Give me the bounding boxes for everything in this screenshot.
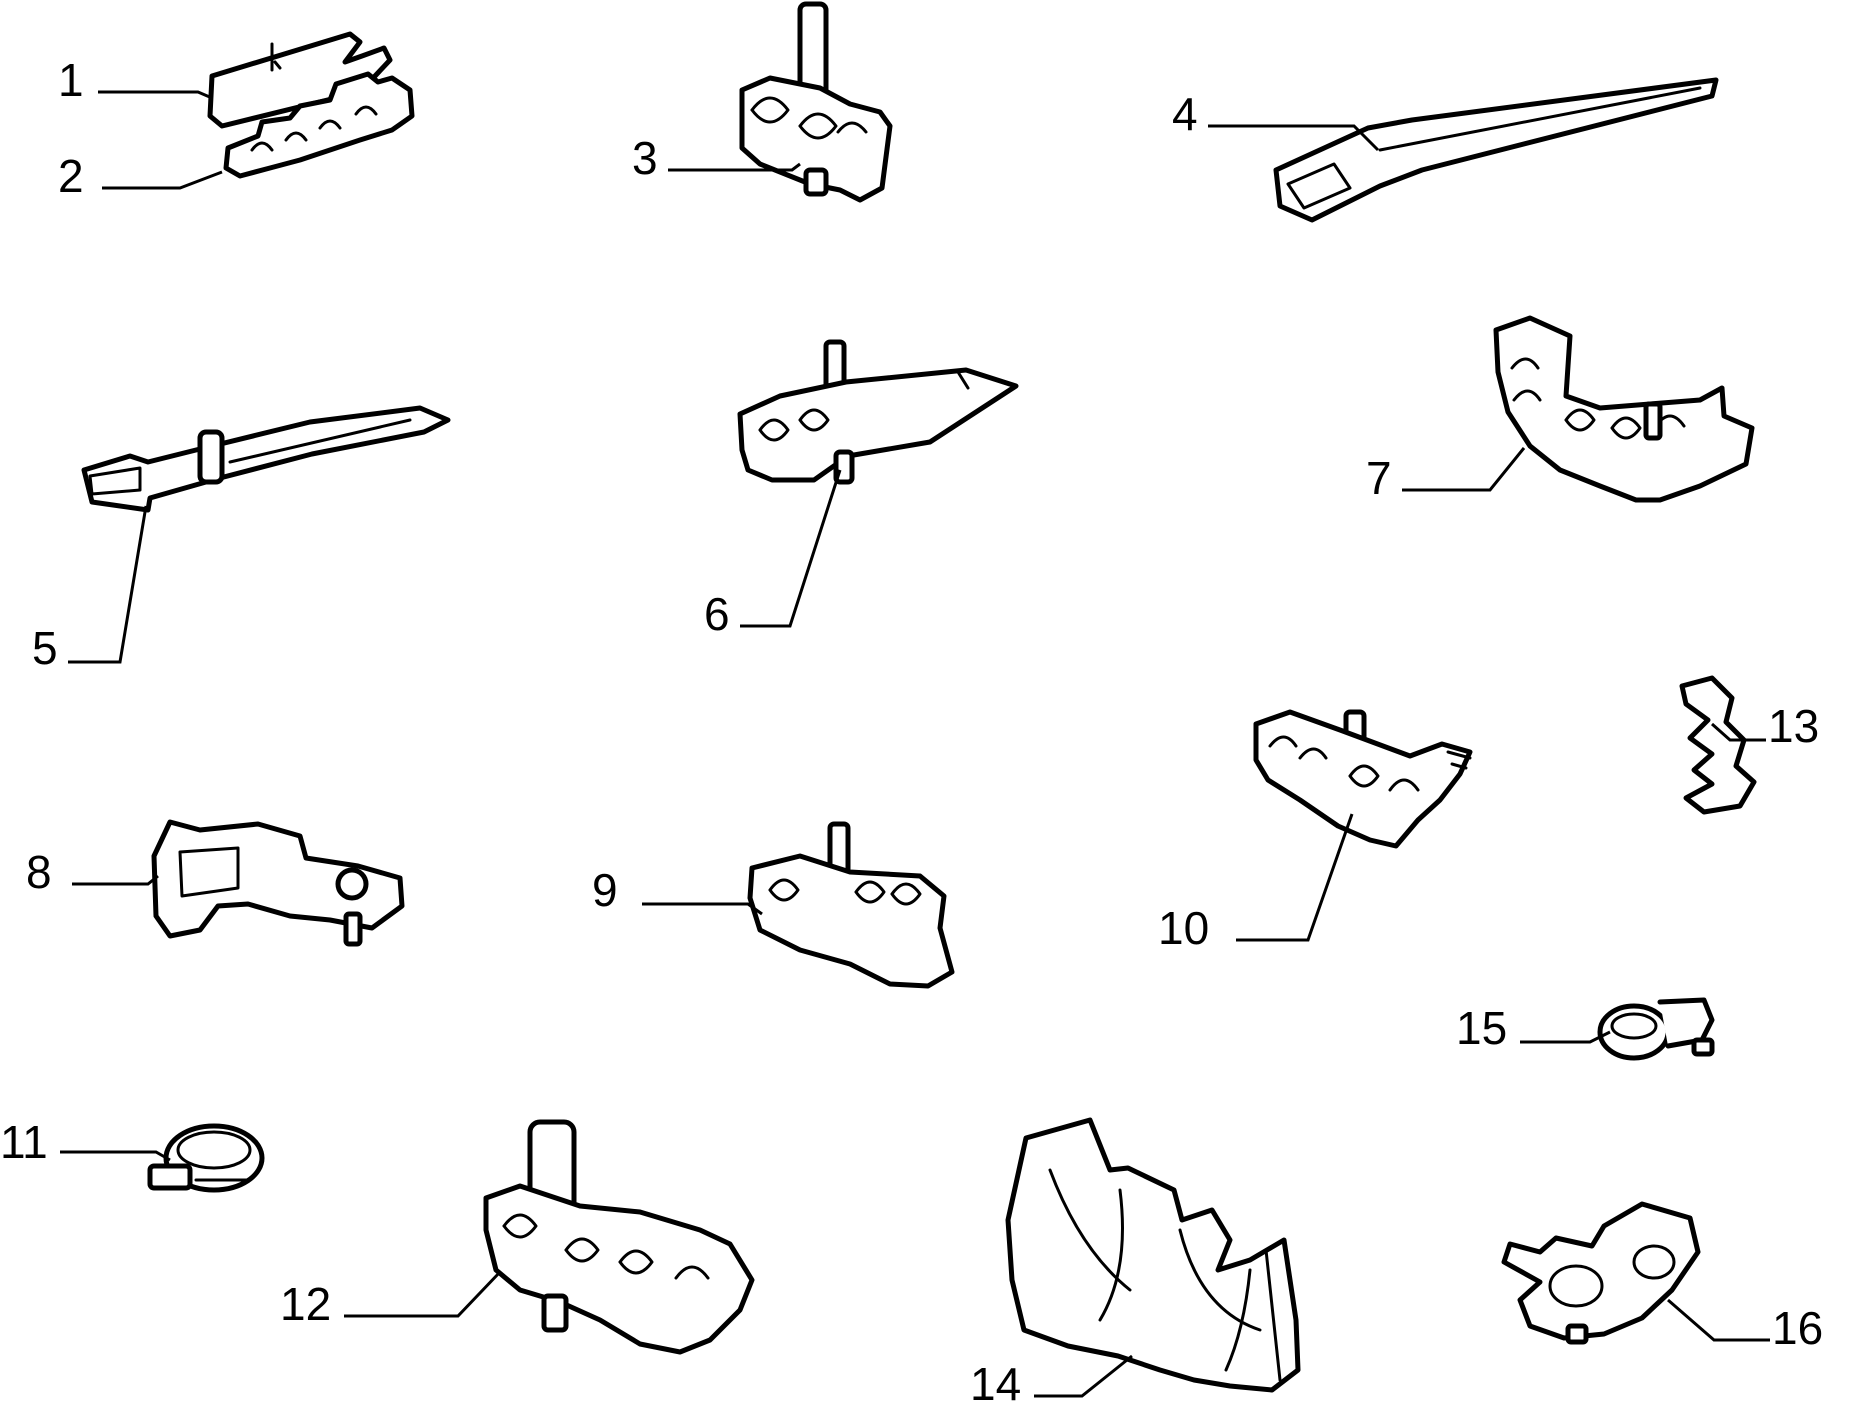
part-5-strap-with-stud bbox=[81, 405, 451, 513]
part-11-band-clamp bbox=[147, 1123, 265, 1193]
leader-14 bbox=[1034, 1354, 1133, 1398]
leader-2 bbox=[102, 170, 223, 190]
leader-12 bbox=[344, 1270, 502, 1318]
callout-15: 15 bbox=[1456, 1002, 1507, 1054]
leader-7 bbox=[1402, 447, 1526, 492]
leader-5 bbox=[68, 505, 148, 664]
part-10-multi-clip bbox=[1253, 709, 1473, 849]
callout-16: 16 bbox=[1772, 1302, 1823, 1354]
leader-8 bbox=[72, 874, 159, 886]
callout-12: 12 bbox=[280, 1278, 331, 1330]
callout-10: 10 bbox=[1158, 902, 1209, 954]
part-16-double-ring-clip bbox=[1501, 1201, 1701, 1345]
part-9-clip-with-stud bbox=[747, 821, 955, 989]
part-6-bracket-clip bbox=[737, 339, 1019, 485]
part-4-cable-tie bbox=[1273, 77, 1719, 223]
part-15-ring-clip bbox=[1597, 997, 1715, 1061]
leader-6 bbox=[740, 469, 842, 628]
callout-labels: 1 2 3 4 5 6 7 8 9 10 11 12 13 14 15 16 bbox=[0, 54, 1823, 1401]
leader-9 bbox=[642, 902, 763, 916]
leader-3 bbox=[668, 162, 801, 172]
part-12-large-stud-clip bbox=[483, 1119, 755, 1355]
callout-14: 14 bbox=[970, 1358, 1021, 1401]
leader-15 bbox=[1520, 1030, 1611, 1044]
callout-7: 7 bbox=[1366, 452, 1392, 504]
part-7-large-multi-clip bbox=[1493, 315, 1755, 503]
callout-8: 8 bbox=[26, 846, 52, 898]
part-14-double-large-clip bbox=[1005, 1117, 1301, 1393]
callout-2: 2 bbox=[58, 150, 84, 202]
callout-1: 1 bbox=[58, 54, 84, 106]
leader-11 bbox=[60, 1150, 171, 1162]
leader-lines bbox=[60, 90, 1770, 1398]
callout-9: 9 bbox=[592, 864, 618, 916]
part-8-long-bracket bbox=[151, 819, 405, 947]
callout-5: 5 bbox=[32, 622, 58, 674]
callout-4: 4 bbox=[1172, 88, 1198, 140]
leader-10 bbox=[1236, 813, 1354, 942]
leader-1 bbox=[98, 90, 213, 100]
callout-11: 11 bbox=[0, 1116, 48, 1168]
part-1-clip-cover bbox=[207, 31, 393, 129]
callout-13: 13 bbox=[1768, 700, 1819, 752]
callout-3: 3 bbox=[632, 132, 658, 184]
leader-16 bbox=[1667, 1298, 1770, 1342]
callout-6: 6 bbox=[704, 588, 730, 640]
part-13-triple-clip bbox=[1679, 675, 1757, 815]
leader-4 bbox=[1208, 124, 1380, 152]
leader-13 bbox=[1711, 722, 1766, 742]
part-2-pipe-clip bbox=[223, 71, 415, 179]
